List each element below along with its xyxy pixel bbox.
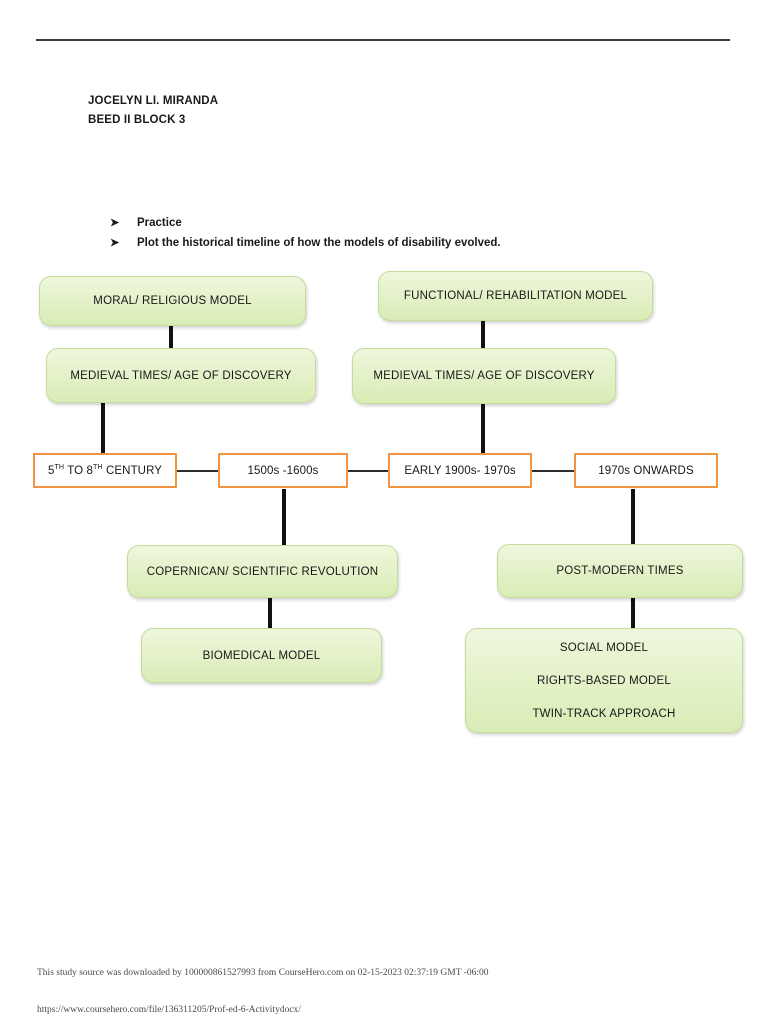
node-label: POST-MODERN TIMES (556, 565, 684, 577)
node-era-early-1900s-1970s: EARLY 1900s- 1970s (388, 453, 532, 488)
list-item-label: Plot the historical timeline of how the … (137, 237, 501, 249)
author-course: BEED II BLOCK 3 (88, 114, 186, 126)
connector-postmodern-to-social (631, 598, 635, 628)
node-era-1500s-1600s: 1500s -1600s (218, 453, 348, 488)
author-name: JOCELYN LI. MIRANDA (88, 95, 219, 107)
node-copernican-scientific-revolution: COPERNICAN/ SCIENTIFIC REVOLUTION (127, 545, 398, 598)
connector-era4-to-postmodern (631, 489, 635, 545)
connector-medieval-to-era3 (481, 404, 485, 454)
author-block: JOCELYN LI. MIRANDA BEED II BLOCK 3 (88, 92, 218, 130)
node-modern-models-group: SOCIAL MODEL RIGHTS-BASED MODEL TWIN-TRA… (465, 628, 743, 733)
node-label: MORAL/ RELIGIOUS MODEL (93, 295, 252, 307)
node-label: EARLY 1900s- 1970s (404, 464, 516, 477)
node-label-twin-track-approach: TWIN-TRACK APPROACH (532, 707, 676, 720)
node-biomedical-model: BIOMEDICAL MODEL (141, 628, 382, 683)
node-label: 1970s ONWARDS (598, 464, 694, 477)
header-divider (36, 39, 730, 41)
connector-medieval-to-era1 (101, 403, 105, 453)
source-url: https://www.coursehero.com/file/13631120… (37, 1005, 301, 1015)
node-label: FUNCTIONAL/ REHABILITATION MODEL (403, 290, 628, 302)
connector-era1-to-era2 (176, 470, 219, 472)
node-medieval-times-left: MEDIEVAL TIMES/ AGE OF DISCOVERY (46, 348, 316, 403)
node-label: BIOMEDICAL MODEL (202, 649, 321, 662)
connector-era2-to-era3 (347, 470, 389, 472)
node-label-social-model: SOCIAL MODEL (559, 641, 649, 654)
node-moral-religious-model: MORAL/ RELIGIOUS MODEL (39, 276, 306, 326)
download-notice: This study source was downloaded by 1000… (37, 968, 489, 978)
node-label: 5TH TO 8TH CENTURY (47, 462, 163, 477)
node-label: COPERNICAN/ SCIENTIFIC REVOLUTION (146, 565, 379, 578)
node-post-modern-times: POST-MODERN TIMES (497, 544, 743, 598)
node-label: MEDIEVAL TIMES/ AGE OF DISCOVERY (373, 370, 595, 382)
node-medieval-times-right: MEDIEVAL TIMES/ AGE OF DISCOVERY (352, 348, 616, 404)
list-item: ➤ Practice (110, 213, 501, 233)
instruction-list: ➤ Practice ➤ Plot the historical timelin… (110, 213, 501, 253)
connector-copernican-to-biomedical (268, 598, 272, 628)
node-era-5th-to-8th-century: 5TH TO 8TH CENTURY (33, 453, 177, 488)
node-era-1970s-onwards: 1970s ONWARDS (574, 453, 718, 488)
connector-era2-to-copernican (282, 489, 286, 545)
arrow-bullet-icon: ➤ (110, 217, 120, 229)
connector-moral-to-medieval (169, 324, 173, 350)
arrow-bullet-icon: ➤ (110, 237, 120, 249)
node-label-rights-based-model: RIGHTS-BASED MODEL (537, 674, 671, 687)
list-item: ➤ Plot the historical timeline of how th… (110, 233, 501, 253)
node-label: 1500s -1600s (247, 464, 319, 477)
node-functional-rehabilitation-model: FUNCTIONAL/ REHABILITATION MODEL (378, 271, 653, 321)
connector-era3-to-era4 (531, 470, 575, 472)
list-item-label: Practice (137, 217, 182, 229)
node-label: MEDIEVAL TIMES/ AGE OF DISCOVERY (70, 369, 292, 382)
connector-functional-to-medieval (481, 320, 485, 348)
